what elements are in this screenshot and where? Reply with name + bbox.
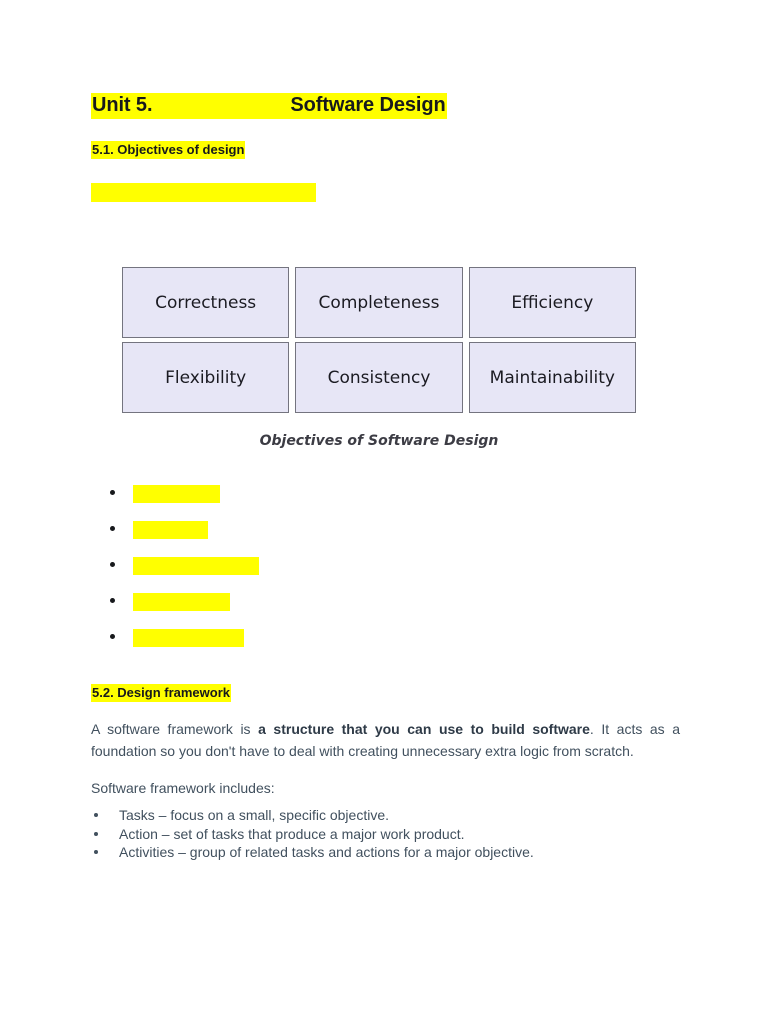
bullet-glyph [94,831,98,836]
page-title-subject: Software Design [290,94,446,116]
list-item: Activities – group of related tasks and … [91,843,680,862]
list-item-label: Activities – group of related tasks and … [119,844,534,860]
objectives-diagram: Correctness Completeness Efficiency Flex… [122,267,636,449]
list-item [110,628,530,664]
section-heading-5-1-highlight: 5.1. Objectives of design [91,141,246,159]
bullet-glyph [110,562,115,567]
framework-bullet-list: Tasks – focus on a small, specific objec… [91,806,680,862]
page-title: Unit 5. Software Design [91,93,447,119]
page-title-unit: Unit 5. [92,94,153,116]
list-item-label: Tasks – focus on a small, specific objec… [119,807,390,823]
redacted-intro-bar [91,183,316,202]
bullet-glyph [110,490,115,495]
page-title-highlight: Unit 5. Software Design [91,93,447,119]
redacted-bar [133,485,220,503]
redacted-bar [133,521,208,539]
list-item: Action – set of tasks that produce a maj… [91,825,680,844]
section-heading-5-1: 5.1. Objectives of design [91,141,246,159]
list-item [110,556,530,592]
diagram-box-completeness: Completeness [295,267,463,338]
diagram-row-top: Correctness Completeness Efficiency [122,267,636,338]
diagram-caption: Objectives of Software Design [259,433,499,449]
list-item [110,484,530,520]
diagram-box-correctness: Correctness [122,267,290,338]
bullet-glyph [110,634,115,639]
redacted-bar [133,593,230,611]
paragraph-lead: A software framework is [91,721,259,737]
list-item [110,592,530,628]
redacted-bar [133,629,244,647]
diagram-box-flexibility: Flexibility [122,342,290,413]
diagram-box-consistency: Consistency [295,342,463,413]
framework-intro-line: Software framework includes: [91,780,275,796]
diagram-row-bottom: Flexibility Consistency Maintainability [122,342,636,413]
bullet-glyph [110,526,115,531]
paragraph-tail: . It acts as a foundation so you don't h… [91,721,680,759]
bullet-glyph [94,850,98,854]
diagram-box-maintainability: Maintainability [468,342,636,413]
diagram-box-efficiency: Efficiency [468,267,636,338]
paragraph-emphasis: a structure that you can use to build so… [258,721,590,737]
redacted-bar [133,557,259,575]
section-heading-5-2: 5.2. Design framework [91,684,231,702]
bullet-glyph [94,813,98,817]
redacted-bullet-list [110,484,530,664]
bullet-glyph [110,598,115,603]
list-item [110,520,530,556]
list-item: Tasks – focus on a small, specific objec… [91,806,680,825]
framework-paragraph: A software framework is a structure that… [91,718,680,762]
list-item-label: Action – set of tasks that produce a maj… [119,825,465,842]
section-heading-5-2-highlight: 5.2. Design framework [91,684,231,702]
